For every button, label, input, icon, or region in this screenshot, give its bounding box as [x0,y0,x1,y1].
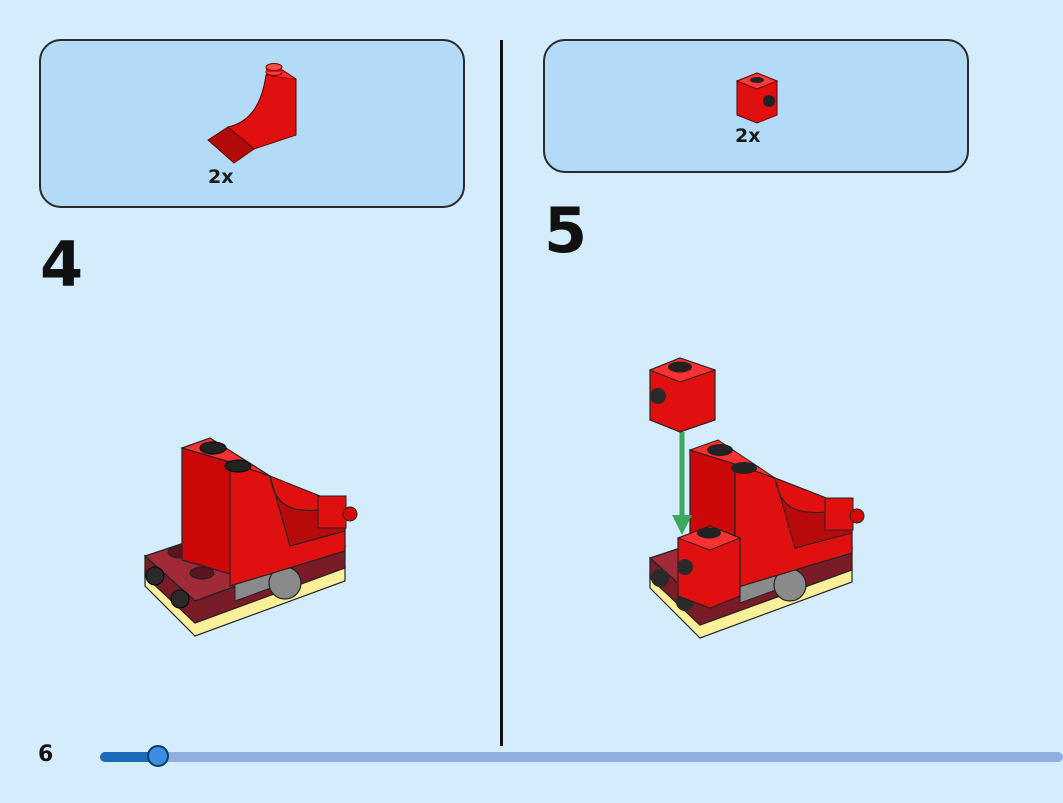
part-quantity: 2x [208,166,234,188]
progress-indicator [147,745,169,767]
parts-callout-step-5: 2x [543,39,969,173]
progress-fill [100,752,158,762]
step-number-5: 5 [544,194,588,267]
progress-bar [100,745,1063,767]
curved-slope-brick-icon [207,63,297,164]
part-quantity: 2x [735,125,761,147]
page-number: 6 [38,742,54,767]
step-divider [500,40,503,746]
step-4-model-illustration [143,437,358,637]
brick-with-side-stud-icon [735,72,779,124]
step-5-model-illustration [648,357,865,639]
step-number-4: 4 [40,228,84,301]
parts-callout-step-4: 2x [39,39,465,208]
